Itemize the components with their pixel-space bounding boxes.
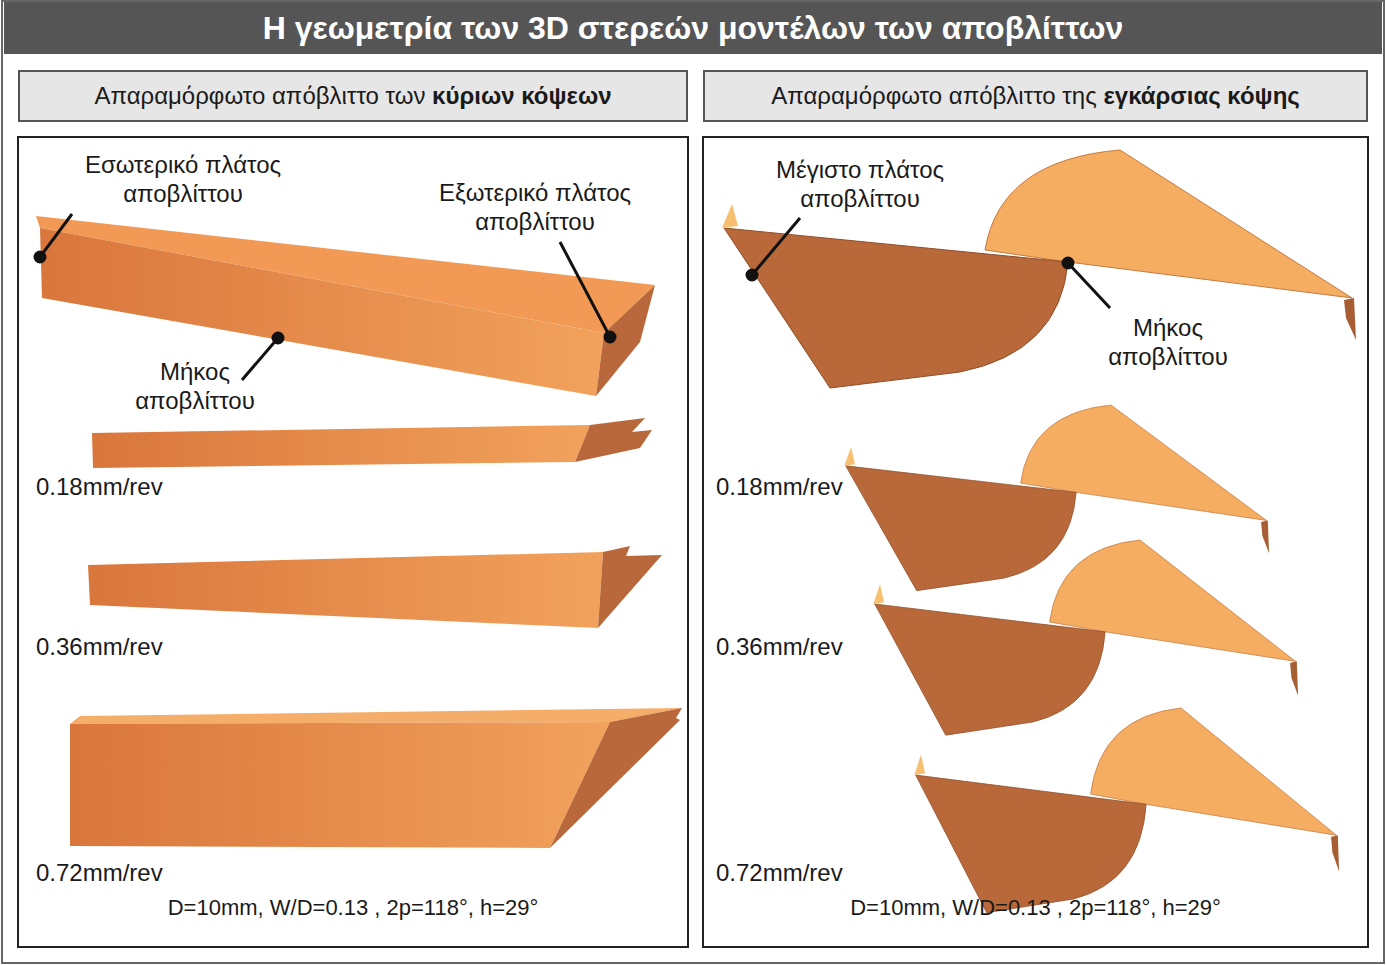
feed-label: 0.36mm/rev	[36, 632, 236, 661]
header-text: Απαραμόρφωτο απόβλιττο των κύριων κόψεων	[94, 82, 611, 110]
feed-label: 0.72mm/rev	[716, 858, 916, 887]
feed-label: 0.18mm/rev	[716, 472, 916, 501]
parameters-note: D=10mm, W/D=0.13 , 2p=118°, h=29°	[705, 895, 1366, 922]
title-bar: Η γεωμετρία των 3D στερεών μοντέλων των …	[4, 2, 1382, 54]
callout-label: Εξωτερικό πλάτος αποβλίττου	[410, 178, 660, 237]
feed-label: 0.72mm/rev	[36, 858, 236, 887]
feed-label: 0.18mm/rev	[36, 472, 236, 501]
parameters-note: D=10mm, W/D=0.13 , 2p=118°, h=29°	[20, 895, 686, 922]
callout-label: Μήκος αποβλίττου	[1083, 313, 1253, 372]
panel-header: Απαραμόρφωτο απόβλιττο της εγκάρσιας κόψ…	[703, 70, 1368, 122]
feed-label: 0.36mm/rev	[716, 632, 916, 661]
title-text: Η γεωμετρία των 3D στερεών μοντέλων των …	[263, 10, 1124, 47]
header-text: Απαραμόρφωτο απόβλιττο της εγκάρσιας κόψ…	[771, 82, 1300, 110]
callout-label: Μέγιστο πλάτος αποβλίττου	[735, 155, 985, 214]
callout-label: Μήκος αποβλίττου	[110, 357, 280, 416]
callout-label: Εσωτερικό πλάτος αποβλίττου	[58, 150, 308, 209]
panel-header: Απαραμόρφωτο απόβλιττο των κύριων κόψεων	[18, 70, 688, 122]
